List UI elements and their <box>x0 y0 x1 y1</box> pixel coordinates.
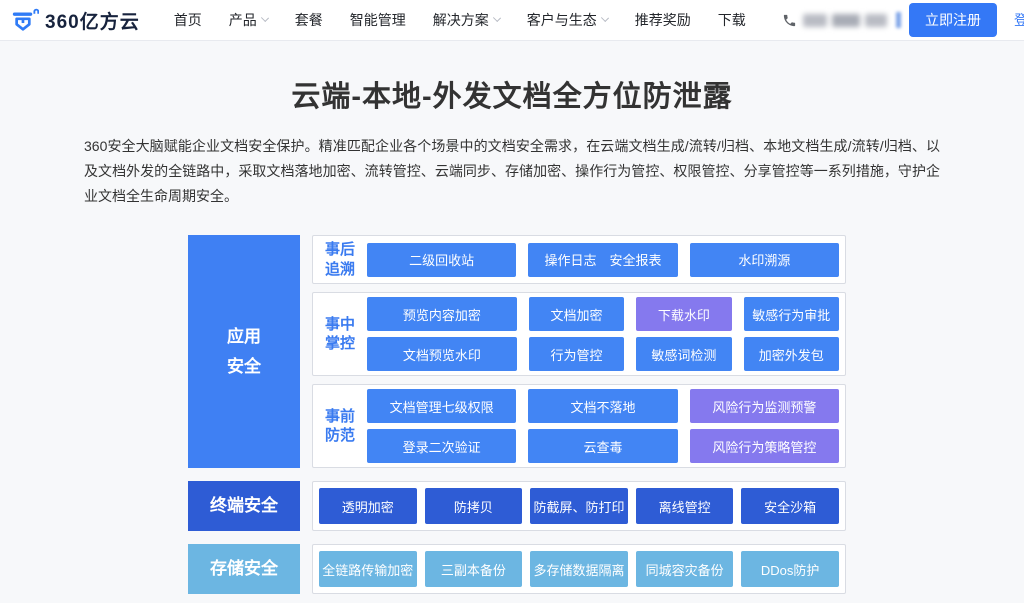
feature-box: 加密外发包 <box>743 337 839 371</box>
side-label-terminal-security: 终端安全 <box>188 481 300 531</box>
side-label-line: 安全 <box>227 356 261 376</box>
box-row: 登录二次验证 云查毒 风险行为策略管控 <box>367 429 839 463</box>
feature-box: 二级回收站 <box>367 242 517 277</box>
feature-box: 风险行为监测预警 <box>689 389 839 423</box>
side-label-line: 应用 <box>227 326 261 346</box>
feature-box: 文档管理七级权限 <box>367 389 517 423</box>
site-header: 360亿方云 首页 产品 套餐 智能管理 解决方案 客户与生态 推荐奖励 下载 … <box>0 0 1024 41</box>
box-row: 二级回收站 操作日志 安全报表 水印溯源 <box>367 242 839 277</box>
feature-box: 水印溯源 <box>689 242 839 277</box>
feature-box: 云查毒 <box>528 429 678 463</box>
panel-label-line: 事前 <box>324 407 355 425</box>
feature-box: 防拷贝 <box>424 488 523 524</box>
feature-box: 离线管控 <box>635 488 734 524</box>
feature-box: 三副本备份 <box>424 551 523 587</box>
side-label-line: 存储安全 <box>210 559 278 579</box>
panel-label-line: 事后 <box>324 241 355 258</box>
application-security-row: 应用 安全 事后 追溯 二级回收站 操作日志 安全报表 水印溯源 <box>188 235 846 468</box>
terminal-security-row: 终端安全 透明加密 防拷贝 防截屏、防打印 离线管控 安全沙箱 <box>188 481 846 531</box>
feature-box: 敏感词检测 <box>636 337 732 371</box>
nav-label: 推荐奖励 <box>634 12 691 28</box>
panel-label-line: 掌控 <box>324 335 355 352</box>
feature-box: 防截屏、防打印 <box>530 488 628 524</box>
feature-box: 同城容灾备份 <box>635 551 734 587</box>
nav-item-home[interactable]: 首页 <box>174 10 202 30</box>
nav-item-plans[interactable]: 套餐 <box>295 10 323 30</box>
storage-security-row: 存储安全 全链路传输加密 三副本备份 多存储数据隔离 同城容灾备份 DDos防护 <box>188 544 846 594</box>
nav-label: 产品 <box>228 12 257 28</box>
nav-label: 智能管理 <box>349 12 406 28</box>
panel-label-line: 追溯 <box>324 260 355 278</box>
logo[interactable]: 360亿方云 <box>12 7 140 34</box>
main-content: 云端-本地-外发文档全方位防泄露 360安全大脑赋能企业文档安全保护。精准匹配企… <box>0 73 1024 594</box>
page-description: 360安全大脑赋能企业文档安全保护。精准匹配企业各个场景中的文档安全需求，在云端… <box>84 138 940 204</box>
panel-label-line: 事中 <box>324 315 355 333</box>
feature-box: 文档加密 <box>528 297 625 331</box>
login-link[interactable]: 登录 <box>1014 12 1024 28</box>
panel-in-event-control: 事中 掌控 预览内容加密 文档加密 下载水印 敏感行为审批 文档预览水印 行为管… <box>312 292 846 376</box>
box-row: 预览内容加密 文档加密 下载水印 敏感行为审批 <box>367 297 839 331</box>
storage-panels: 全链路传输加密 三副本备份 多存储数据隔离 同城容灾备份 DDos防护 <box>312 544 846 594</box>
feature-box: 文档不落地 <box>528 389 678 423</box>
nav-label: 客户与生态 <box>526 12 597 28</box>
phone-contact <box>782 13 887 28</box>
panel-terminal-security: 透明加密 防拷贝 防截屏、防打印 离线管控 安全沙箱 <box>312 481 846 531</box>
panel-storage-security: 全链路传输加密 三副本备份 多存储数据隔离 同城容灾备份 DDos防护 <box>312 544 846 594</box>
box-row: 全链路传输加密 三副本备份 多存储数据隔离 同城容灾备份 DDos防护 <box>319 551 839 587</box>
panel-rows: 预览内容加密 文档加密 下载水印 敏感行为审批 文档预览水印 行为管控 敏感词检… <box>367 297 839 371</box>
feature-box: 行为管控 <box>528 337 625 371</box>
feature-box: 敏感行为审批 <box>743 297 839 331</box>
nav-label: 解决方案 <box>432 12 489 28</box>
panel-label: 事前 防范 <box>313 407 367 446</box>
phone-number-blurred <box>803 13 887 27</box>
box-row: 文档管理七级权限 文档不落地 风险行为监测预警 <box>367 389 839 423</box>
panel-label: 事中 掌控 <box>313 315 367 354</box>
feature-box: DDos防护 <box>741 551 839 587</box>
panel-label: 事后 追溯 <box>313 240 367 279</box>
nav-item-solutions[interactable]: 解决方案 <box>432 10 501 30</box>
chevron-down-icon <box>260 13 269 23</box>
box-row: 文档预览水印 行为管控 敏感词检测 加密外发包 <box>367 337 839 371</box>
blurred-accent <box>896 12 901 28</box>
panel-label-line: 防范 <box>324 427 355 444</box>
nav-label: 首页 <box>173 12 202 28</box>
logo-text: 360亿方云 <box>45 11 140 33</box>
panel-pre-event-prevention: 事前 防范 文档管理七级权限 文档不落地 风险行为监测预警 登录二次验证 云查毒… <box>312 384 846 468</box>
feature-box: 预览内容加密 <box>367 297 517 331</box>
nav-item-customers-ecosystem[interactable]: 客户与生态 <box>526 10 609 30</box>
feature-box: 登录二次验证 <box>367 429 517 463</box>
phone-icon <box>782 13 797 28</box>
feature-box: 多存储数据隔离 <box>530 551 628 587</box>
chevron-down-icon <box>492 13 501 23</box>
logo-shield-icon <box>12 7 39 34</box>
side-label-line: 终端安全 <box>210 496 278 516</box>
side-label-storage-security: 存储安全 <box>188 544 300 594</box>
feature-box: 下载水印 <box>636 297 732 331</box>
nav-label: 套餐 <box>294 12 323 28</box>
register-button[interactable]: 立即注册 <box>909 3 997 37</box>
panel-rows: 文档管理七级权限 文档不落地 风险行为监测预警 登录二次验证 云查毒 风险行为策… <box>367 389 839 463</box>
feature-box: 安全沙箱 <box>741 488 839 524</box>
page-title: 云端-本地-外发文档全方位防泄露 <box>291 81 733 113</box>
feature-box: 操作日志 安全报表 <box>528 242 678 277</box>
chevron-down-icon <box>600 13 609 23</box>
nav-item-referral-rewards[interactable]: 推荐奖励 <box>635 10 691 30</box>
box-row: 透明加密 防拷贝 防截屏、防打印 离线管控 安全沙箱 <box>319 488 839 524</box>
nav-item-download[interactable]: 下载 <box>718 10 746 30</box>
nav-label: 下载 <box>717 12 746 28</box>
security-matrix-diagram: 应用 安全 事后 追溯 二级回收站 操作日志 安全报表 水印溯源 <box>188 235 846 594</box>
feature-box: 全链路传输加密 <box>319 551 417 587</box>
panel-post-event-tracing: 事后 追溯 二级回收站 操作日志 安全报表 水印溯源 <box>312 235 846 284</box>
feature-box: 文档预览水印 <box>367 337 517 371</box>
header-right: 立即注册 登录 <box>782 3 1024 37</box>
panel-rows: 二级回收站 操作日志 安全报表 水印溯源 <box>367 242 839 277</box>
terminal-panels: 透明加密 防拷贝 防截屏、防打印 离线管控 安全沙箱 <box>312 481 846 531</box>
feature-box: 风险行为策略管控 <box>689 429 839 463</box>
application-panels: 事后 追溯 二级回收站 操作日志 安全报表 水印溯源 事中 掌控 <box>312 235 846 468</box>
main-nav: 首页 产品 套餐 智能管理 解决方案 客户与生态 推荐奖励 下载 <box>174 10 746 30</box>
side-label-application-security: 应用 安全 <box>188 235 300 468</box>
nav-item-smart-management[interactable]: 智能管理 <box>350 10 406 30</box>
nav-item-products[interactable]: 产品 <box>228 10 269 30</box>
feature-box: 透明加密 <box>319 488 417 524</box>
